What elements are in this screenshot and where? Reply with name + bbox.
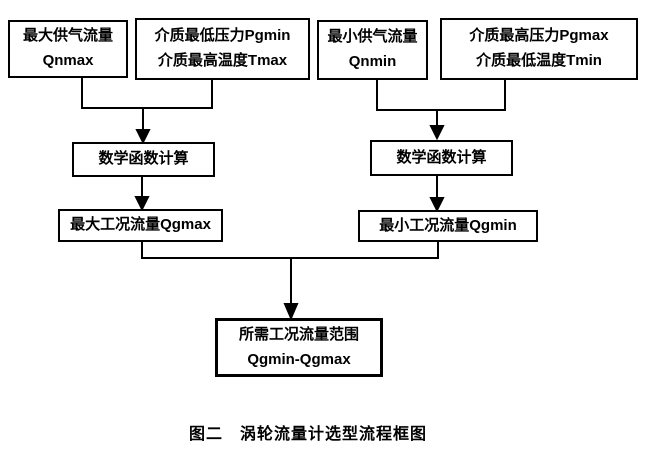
node-math-calc-right: 数学函数计算 (370, 140, 513, 176)
arrow-head-icon (134, 196, 150, 212)
node-min-operating-flow: 最小工况流量Qgmin (358, 210, 538, 242)
node-required-flow-range: 所需工况流量范围 Qgmin-Qgmax (215, 318, 383, 377)
arrow-head-icon (429, 197, 445, 213)
node-label-line: Qgmin-Qgmax (247, 350, 351, 368)
node-label-line: 介质最低压力Pgmin (154, 27, 291, 45)
node-max-operating-flow: 最大工况流量Qgmax (58, 209, 223, 242)
edge-merge-top-right (376, 80, 506, 141)
node-medium-max-pressure-min-temp: 介质最高压力Pgmax 介质最低温度Tmin (440, 18, 638, 80)
node-label-line: 介质最低温度Tmin (476, 52, 602, 69)
arrow-head-icon (135, 129, 151, 145)
node-label-line: Qnmax (42, 52, 94, 69)
node-label-line: 数学函数计算 (98, 150, 189, 168)
edge-merge-bottom (141, 242, 439, 321)
node-label-line: 最大供气流量 (22, 27, 113, 45)
node-max-supply-flow: 最大供气流量 Qnmax (8, 20, 128, 78)
edge-calc-left-to-qgmax (134, 177, 150, 212)
edge-calc-right-to-qgmin (429, 176, 445, 213)
node-label-line: 所需工况流量范围 (238, 325, 359, 343)
node-min-supply-flow: 最小供气流量 Qnmin (317, 20, 428, 80)
node-label-line: Qnmin (348, 53, 397, 70)
node-math-calc-left: 数学函数计算 (72, 142, 215, 177)
node-label-line: 介质最高压力Pgmax (469, 27, 609, 45)
node-label-line: 最小工况流量Qgmin (379, 216, 517, 234)
edge-merge-top-left (81, 78, 213, 145)
node-label-line: 介质最高温度Tmax (157, 52, 288, 69)
arrow-head-icon (283, 303, 299, 321)
node-medium-min-pressure-max-temp: 介质最低压力Pgmin 介质最高温度Tmax (135, 18, 310, 80)
arrow-head-icon (429, 125, 445, 141)
node-label-line: 最小供气流量 (327, 28, 418, 46)
node-label-line: 最大工况流量Qgmax (70, 216, 211, 234)
node-label-line: 数学函数计算 (396, 148, 487, 166)
figure-caption: 图二 涡轮流量计选型流程框图 (188, 426, 427, 443)
